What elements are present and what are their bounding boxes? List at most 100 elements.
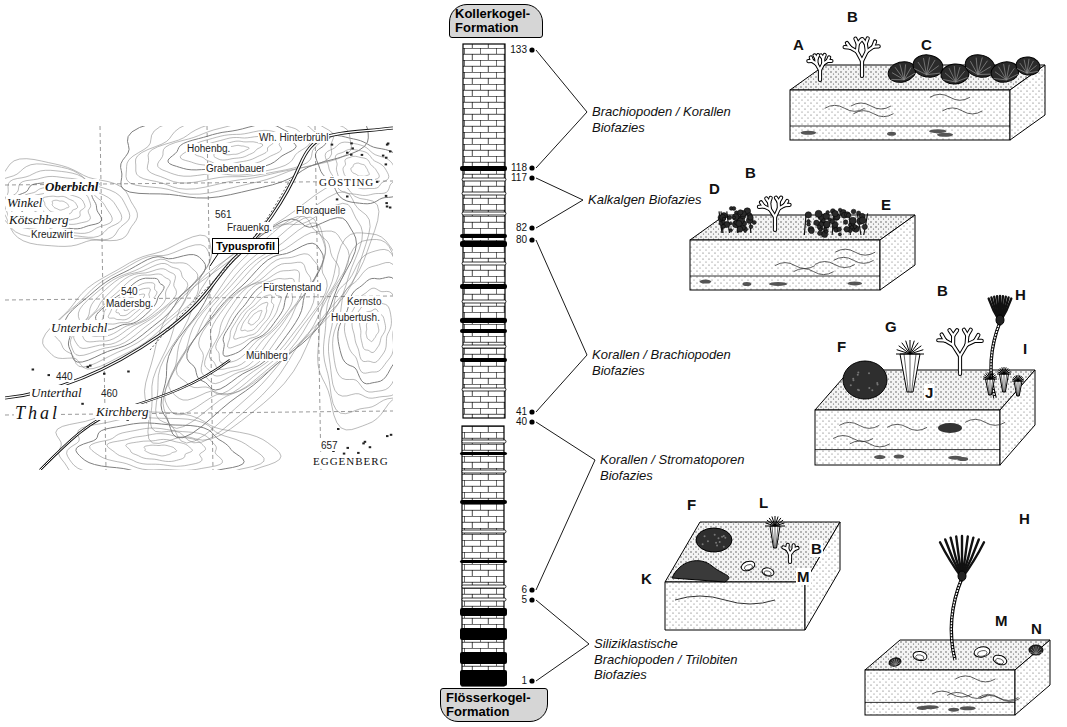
- shell: [1029, 645, 1043, 655]
- bed-line: [815, 449, 1000, 450]
- algae-thallus: [752, 220, 756, 224]
- tentacle: [1004, 372, 1011, 374]
- algae-thallus: [819, 228, 822, 231]
- algae-thallus: [809, 228, 815, 234]
- contour-line: [324, 240, 394, 414]
- coral-branch: [967, 330, 970, 336]
- coral-branch: [774, 217, 776, 230]
- place-name: Thal: [14, 403, 61, 424]
- coral-branch: [867, 47, 873, 52]
- bed-parting: [462, 585, 506, 588]
- branching-coral: [808, 55, 831, 80]
- figure-letter: M: [994, 612, 1009, 629]
- block-front: [815, 410, 1000, 465]
- contour-line: [205, 262, 311, 376]
- algae-thallus: [736, 221, 742, 227]
- contour-line: [52, 200, 69, 210]
- coral-branch: [770, 209, 775, 217]
- contour-line: [318, 233, 393, 430]
- growth-line: [915, 654, 924, 660]
- algae-thallus: [838, 233, 841, 236]
- solitary-coral: [997, 367, 1011, 392]
- leader-line: [536, 178, 583, 200]
- branching-coral: [759, 198, 790, 230]
- contour-line: [366, 320, 379, 342]
- biofacies-label: Korallen / Stromatoporen Biofazies: [600, 452, 760, 483]
- house-symbol: [385, 157, 388, 159]
- coral-branch: [953, 345, 960, 356]
- bed-parting: [462, 212, 506, 215]
- coral-branch: [761, 202, 764, 206]
- contour-line: [316, 136, 394, 204]
- sample-number: 118: [507, 162, 527, 173]
- contour-line: [5, 164, 130, 240]
- sample-dot: [529, 409, 534, 414]
- leader-line: [210, 254, 218, 266]
- place-name: Hohenbg.: [186, 143, 231, 154]
- shell: [912, 650, 927, 661]
- algae-thallus: [862, 224, 867, 229]
- stroma-speckle: [702, 543, 704, 545]
- shale-band: [460, 628, 507, 640]
- stroma-speckle: [723, 535, 725, 537]
- shell-rib: [892, 660, 896, 666]
- house-symbol: [89, 365, 92, 367]
- spot-height: 657: [320, 440, 339, 451]
- algae-thallus: [818, 231, 823, 236]
- pebble: [742, 282, 751, 286]
- algae-thallus: [826, 211, 830, 215]
- stroma-speckle: [704, 535, 706, 537]
- sample-dot: [529, 597, 534, 602]
- crinoid: [940, 536, 984, 660]
- contour-line: [90, 428, 223, 470]
- septum: [1019, 381, 1021, 396]
- leader-line: [536, 600, 589, 644]
- figure-letter: M: [796, 568, 811, 585]
- shell-rib: [914, 69, 928, 75]
- shell-rib: [903, 73, 916, 80]
- bivalve: [973, 646, 990, 659]
- coral-branch: [811, 57, 812, 61]
- burrow: [835, 249, 875, 255]
- tentacle: [1004, 370, 1010, 374]
- pebble: [937, 133, 953, 137]
- shale-band: [460, 608, 507, 616]
- sample-number: 5: [507, 594, 527, 605]
- coral-branch: [823, 55, 825, 58]
- algae-thallus: [722, 217, 725, 220]
- bivalve: [912, 650, 927, 661]
- leader-line: [536, 422, 595, 460]
- burrow: [794, 269, 834, 275]
- coral-branch: [858, 39, 862, 43]
- branching-coral: [783, 545, 797, 562]
- stroma-speckle: [857, 374, 859, 376]
- location-box: Typusprofil: [212, 238, 279, 254]
- coral-cup: [986, 379, 995, 395]
- coral-branch: [770, 209, 775, 217]
- figure-letter: G: [884, 318, 898, 335]
- block-diagrams: [665, 38, 1050, 715]
- coral-branch: [789, 554, 791, 562]
- house-symbol: [364, 441, 367, 443]
- growth-line: [744, 564, 754, 572]
- septum: [775, 526, 776, 548]
- bed-parting: [462, 262, 506, 265]
- box-label: Kollerkogel-Formation: [455, 7, 537, 35]
- house-symbol: [385, 163, 388, 165]
- sample-number: 6: [507, 584, 527, 595]
- stroma-dome: [843, 361, 887, 399]
- algae-thallus: [732, 207, 736, 211]
- coral-branch: [816, 55, 818, 58]
- bed-parting: [462, 345, 506, 348]
- contour-line: [5, 159, 137, 247]
- brachiopod: [1029, 645, 1043, 655]
- burrow: [825, 105, 865, 111]
- contour-line: [338, 277, 393, 384]
- road: [5, 128, 393, 398]
- leader-line: [536, 355, 587, 412]
- place-name: Hubertush.: [330, 312, 381, 323]
- algae-thallus: [850, 226, 853, 229]
- coral-branch: [819, 70, 821, 80]
- coral-cup: [1014, 381, 1022, 396]
- crinoid: [989, 296, 1012, 398]
